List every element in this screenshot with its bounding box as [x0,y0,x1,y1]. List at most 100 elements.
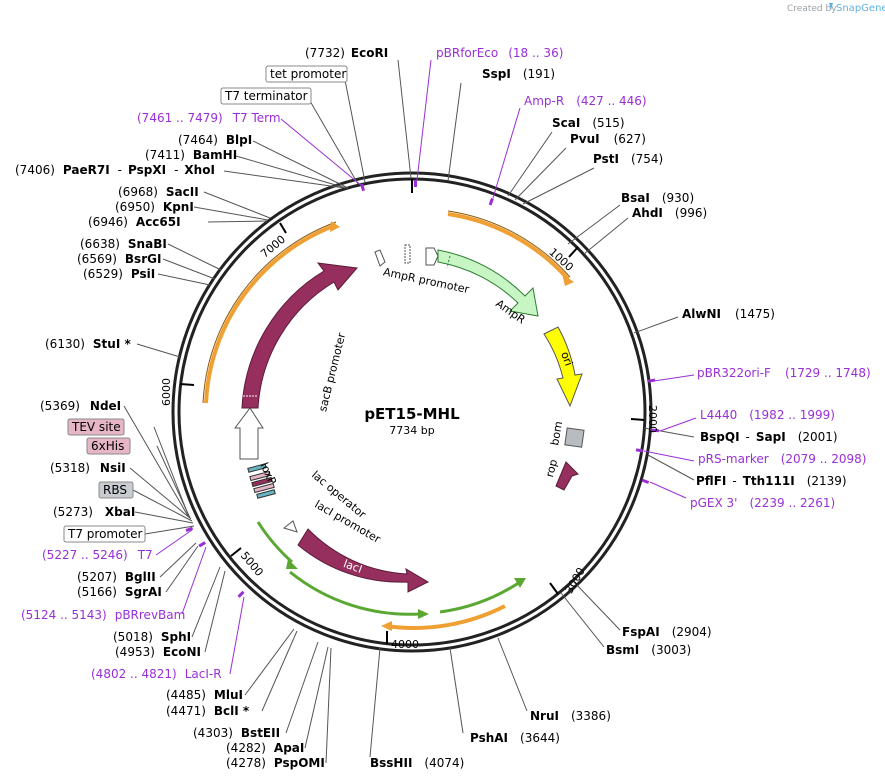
site-label-bsrgi: (6569)BsrGI [77,252,161,266]
orange-arrowhead-3 [381,621,392,631]
leader-lines-left [123,79,366,764]
cluster-left-markers [247,463,298,533]
tick-label-3000: 3000 [563,565,588,596]
feature-badge-t7-promoter [63,525,146,543]
primer-lines-left [155,118,363,675]
feature-label-tev-site: TEV site [71,420,121,434]
laci-feature-arrow [297,528,430,593]
orange-arrowhead-2 [330,221,340,232]
feature-label-bom: bom [548,420,565,446]
primer-label-l4440: L4440(1982 .. 1999) [700,408,835,422]
feature-label-laci: lacI [342,557,364,576]
backbone-outer-circle [171,171,653,653]
tick-label-5000: 5000 [238,549,266,579]
site-label-alwni: AlwNI(1475) [682,307,775,321]
green-arrowhead-2 [418,609,429,619]
snapgene-logo-icon [829,3,833,10]
site-label-sacii: (6968)SacII [118,185,199,199]
site-label-kpni: (6950)KpnI [115,200,194,214]
site-label-bglii: (5207)BglII [77,570,156,584]
feature-badge-tet-promoter [265,65,348,83]
site-label-fspai: FspAI(2904) [622,625,712,639]
primer-label-pbrrevbam: (5124 .. 5143)pBRrevBam [21,608,185,622]
sacb-promoter-arrow [234,407,264,460]
ori-feature-arrow [543,326,583,408]
primer-label-laci-r: (4802 .. 4821)LacI-R [91,667,222,681]
green-orf-arcs [256,521,521,616]
site-label-bcli: (4471)BclI * [166,704,250,718]
feature-badge-tev-site [67,418,125,436]
site-label-mlui: (4485)MluI [166,688,243,702]
green-arrowhead-1 [286,559,298,569]
site-label-nrui: NruI(3386) [530,709,611,723]
site-label-econi: (4953)EcoNI [115,645,201,659]
site-label-acc65i: (6946)Acc65I [88,215,181,229]
orange-arrowhead-1 [562,274,574,286]
site-label-bsmi: BsmI(3003) [606,643,691,657]
site-label-psti: PstI(754) [593,152,663,166]
ampr-feature-arrow [437,249,539,317]
site-label-pspomi: (4278)PspOMI [226,756,325,770]
feature-label-sacb: SacB [296,317,322,347]
feature-label-rop: rop [543,458,560,479]
feature-label-6xhis: 6xHis [91,439,124,453]
ampr-promoter-marker-icon [425,247,439,266]
site-label-ecori: (7732)EcoRI [305,46,388,60]
feature-label-sacb-promoter: sacB promoter [316,331,348,413]
primer-label-t7-term: (7461 .. 7479)T7 Term [137,111,281,125]
site-label-blpi: (7464)BlpI [178,133,252,147]
primer-label-pbrforeco: pBRforEco(18 .. 36) [436,46,563,60]
site-label-bsai: BsaI(930) [621,191,694,205]
orange-orf-outlines [202,210,571,404]
tick-label-7000: 7000 [258,233,288,261]
feature-badge-6xhis [86,437,131,455]
plasmid-name: pET15-MHL [364,405,460,423]
site-label-bspqi: BspQI-SapI(2001) [700,430,838,444]
tick-label-4000: 4000 [391,638,419,651]
site-label-bamhi: (7411)BamHI [145,148,237,162]
site-label-pshai: PshAI(3644) [470,731,560,745]
site-label-scai: ScaI(515) [552,116,625,130]
feature-label-t7-terminator: T7 terminator [224,89,308,103]
feature-badge-rbs [98,481,134,499]
sacb-feature-arrow [241,262,358,409]
site-label-psii: (6529)PsiI [83,267,155,281]
primer-label-pgex3: pGEX 3'(2239 .. 2261) [690,496,835,510]
created-by-text: Created by [787,4,837,14]
site-label-paer7i: (7406)PaeR7I-PspXI-XhoI [15,163,215,177]
site-label-stui: (6130)StuI * [45,337,131,351]
feature-label-ori: ori [558,350,575,368]
site-label-bsshii: BssHII(4074) [370,756,464,770]
feature-label-ampr-promoter: AmpR promoter [382,265,471,296]
site-label-sspi: SspI(191) [482,67,555,81]
tick-label-6000: 6000 [160,378,173,406]
site-label-ndei: (5369)NdeI [40,399,121,413]
tick-label-2000: 2000 [646,405,659,433]
feature-label-rbs: RBS [103,483,127,497]
site-label-sgrai: (5166)SgrAI [77,585,162,599]
bom-feature-box [564,427,585,448]
terminator-small-icon [404,244,411,264]
feature-label-t7-promoter: T7 promoter [67,527,143,541]
site-label-ahdi: AhdI(996) [632,206,707,220]
site-label-sphi: (5018)SphI [113,630,191,644]
backbone-ticks [179,179,645,644]
site-label-pflfi: PflFI-Tth111I(2139) [696,474,847,488]
primer-marks-right [414,180,660,484]
feature-badge-t7-terminator [220,87,312,105]
green-arrowhead-3 [514,578,526,588]
site-label-snabi: (6638)SnaBI [80,237,167,251]
orange-orf-arcs [204,212,570,630]
site-label-bsteii: (4303)BstEII [193,726,280,740]
primer-marks-left [185,183,365,598]
site-label-pvui: PvuI(627) [570,132,646,146]
primer-label-ampr: Amp-R(427 .. 446) [524,94,647,108]
site-label-apai: (4282)ApaI [226,741,304,755]
primer-label-prs-marker: pRS-marker(2079 .. 2098) [698,452,866,466]
snapgene-brand-text: SnapGene [836,3,885,14]
promoter-small-icon [374,249,386,267]
primer-lines-right [416,59,697,499]
plasmid-length: 7734 bp [389,424,434,437]
feature-label-tet-promoter: tet promoter [270,67,346,81]
